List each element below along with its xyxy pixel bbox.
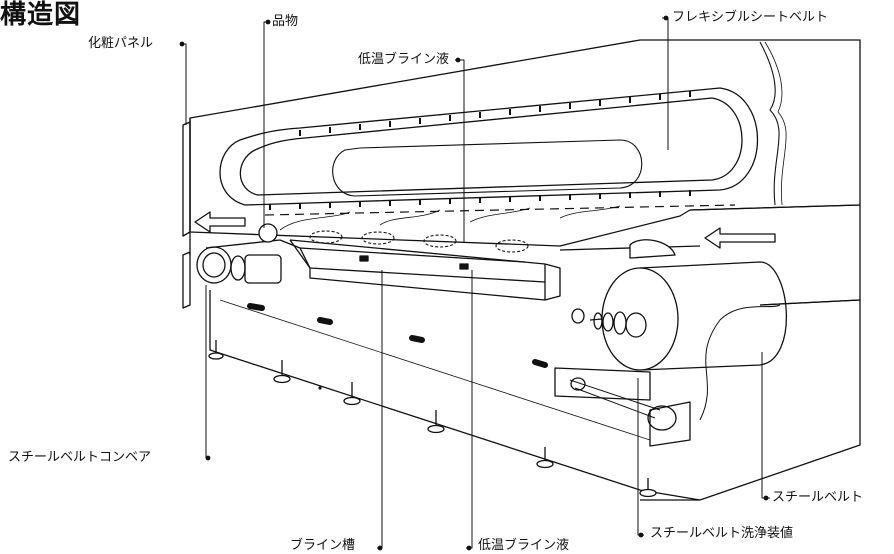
- brine-surface-line: [264, 204, 736, 216]
- label-low-temp-brine-bottom: 低温ブライン液: [478, 538, 570, 553]
- flexible-sheet-belt-loop: [219, 87, 759, 210]
- brine-tank: [289, 239, 561, 301]
- label-steel-belt: スチールベルト: [772, 490, 864, 505]
- label-steel-belt-washer: スチールベルト洗浄装値: [650, 526, 794, 541]
- label-brine-tank: ブライン槽: [290, 538, 356, 553]
- left-drive-drum: [196, 223, 301, 284]
- label-decorative-panel: 化粧パネル: [88, 36, 154, 51]
- sheet-wrinkles: [279, 205, 621, 231]
- cabinet-body: [182, 39, 861, 501]
- support-rollers: [247, 303, 548, 368]
- flow-arrows: [194, 211, 776, 249]
- label-low-temp-brine-top: 低温ブライン液: [358, 52, 450, 67]
- right-steel-belt-drum: [571, 239, 788, 371]
- products: [309, 230, 529, 253]
- label-flexible-sheet-belt: フレキシブルシートベルト: [672, 10, 829, 25]
- steel-belt-washer-unit: [554, 367, 691, 447]
- diagram-title: 構造図: [0, 0, 82, 30]
- label-product: 品物: [272, 14, 299, 29]
- leader-dots: [179, 15, 769, 551]
- leveling-feet: [208, 340, 657, 498]
- label-steel-belt-conveyor: スチールベルトコンベア: [8, 450, 152, 465]
